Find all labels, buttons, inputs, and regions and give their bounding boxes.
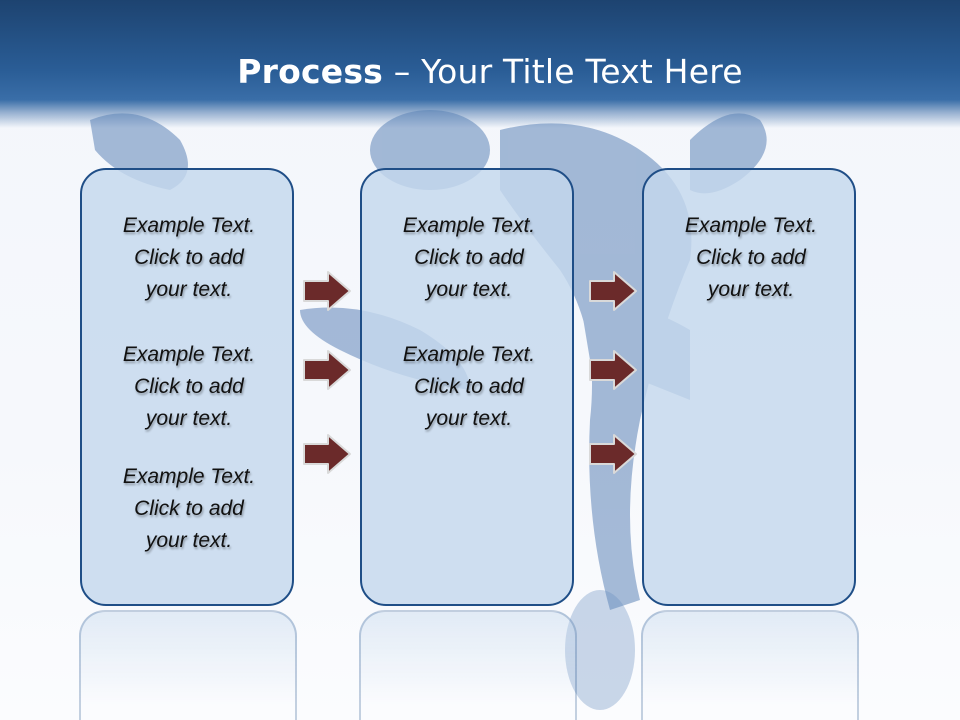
text-line: your text. bbox=[145, 278, 233, 301]
text-line: your text. bbox=[145, 407, 233, 430]
box-3-reflection bbox=[641, 610, 859, 720]
text-line: Click to add bbox=[134, 375, 244, 398]
text-line: Click to add bbox=[134, 497, 244, 520]
text-line: Example Text. bbox=[122, 343, 256, 366]
text-line: your text. bbox=[145, 529, 233, 552]
box-1-text-3[interactable]: Example Text. Click to add your text. bbox=[82, 461, 296, 557]
text-line: your text. bbox=[707, 278, 795, 301]
text-line: Example Text. bbox=[122, 465, 256, 488]
box-3-text-1[interactable]: Example Text. Click to add your text. bbox=[644, 210, 858, 306]
process-box-2[interactable]: Example Text. Click to add your text. Ex… bbox=[360, 168, 574, 606]
text-line: Example Text. bbox=[684, 214, 818, 237]
box-1-text-2[interactable]: Example Text. Click to add your text. bbox=[82, 339, 296, 435]
text-line: Click to add bbox=[414, 375, 524, 398]
right-arrow-icon bbox=[303, 350, 351, 390]
slide-title[interactable]: Process – Your Title Text Here bbox=[0, 52, 960, 91]
text-line: Click to add bbox=[696, 246, 806, 269]
text-line: your text. bbox=[425, 407, 513, 430]
right-arrow-icon bbox=[589, 434, 637, 474]
right-arrow-icon bbox=[303, 271, 351, 311]
process-box-3[interactable]: Example Text. Click to add your text. bbox=[642, 168, 856, 606]
title-rest-text: – Your Title Text Here bbox=[383, 52, 743, 91]
title-bar bbox=[0, 0, 960, 128]
text-line: Click to add bbox=[134, 246, 244, 269]
right-arrow-icon bbox=[589, 271, 637, 311]
title-bold-text: Process bbox=[237, 52, 384, 91]
box-1-text-1[interactable]: Example Text. Click to add your text. bbox=[82, 210, 296, 306]
right-arrow-icon bbox=[303, 434, 351, 474]
right-arrow-icon bbox=[589, 350, 637, 390]
text-line: Click to add bbox=[414, 246, 524, 269]
text-line: Example Text. bbox=[122, 214, 256, 237]
text-line: Example Text. bbox=[402, 214, 536, 237]
box-2-text-1[interactable]: Example Text. Click to add your text. bbox=[362, 210, 576, 306]
text-line: Example Text. bbox=[402, 343, 536, 366]
text-line: your text. bbox=[425, 278, 513, 301]
box-2-text-2[interactable]: Example Text. Click to add your text. bbox=[362, 339, 576, 435]
process-box-1[interactable]: Example Text. Click to add your text. Ex… bbox=[80, 168, 294, 606]
box-1-reflection bbox=[79, 610, 297, 720]
box-2-reflection bbox=[359, 610, 577, 720]
